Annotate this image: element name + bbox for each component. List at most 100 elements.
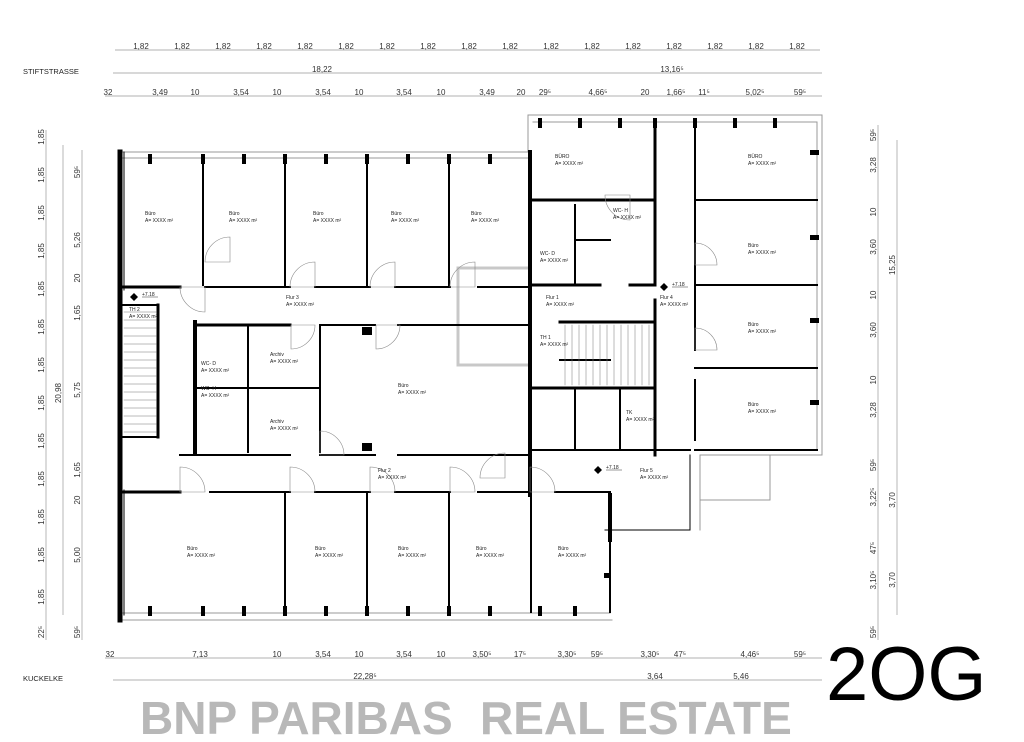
level-marker-icon [660,283,668,291]
dim-bottom-detail: 32 [106,650,115,659]
dim-right-detail: 3,60 [869,239,878,255]
room-name: Büro [476,546,487,552]
dim-bottom-detail: 47⁵ [674,650,686,659]
column [538,118,542,128]
column [810,150,819,155]
dim-bottom-detail: 17⁵ [514,650,526,659]
dim-top-detail: 3,49 [152,88,168,97]
room-name: Büro [471,211,482,217]
dim-left-grid: 1,85 [37,509,46,525]
street-bottom: KUCKELKE [23,674,63,683]
dim-left-detail: 20 [73,495,82,504]
room: WC- HA= XXXX m² [201,386,230,399]
room-name: BÜRO [555,153,570,160]
room-name: Flur 5 [640,468,653,474]
dim-bottom-total: 5,46 [733,672,749,681]
dim-bottom-detail: 7,13 [192,650,208,659]
room-area: A= XXXX m² [315,553,344,559]
dim-right-detail: 47⁵ [869,542,878,554]
door [449,466,476,493]
room-name: Flur 2 [378,468,391,474]
room-area: A= XXXX m² [748,161,777,167]
dim-bottom-total: 3,64 [647,672,663,681]
dim-left-detail: 1,65 [73,305,82,321]
dim-top-grid: 1,82 [707,42,723,51]
dim-top-grid: 1,82 [502,42,518,51]
level-marker-icon [594,466,602,474]
dim-top-detail: 10 [355,88,364,97]
room-name: Büro [748,402,759,408]
watermark-line2: REAL ESTATE [480,692,792,742]
doors [179,194,718,493]
dim-left-grid: 1,85 [37,547,46,563]
column [447,606,451,616]
dim-top-grid: 1,82 [297,42,313,51]
door [694,242,718,266]
column [406,606,410,616]
dim-bottom-detail: 10 [437,650,446,659]
dim-top-grid: 1,82 [215,42,231,51]
dim-top-detail: 11⁵ [698,88,710,97]
room-area: A= XXXX m² [613,215,642,221]
room: TH 2A= XXXX m² [129,307,158,320]
column [538,606,542,616]
dim-top-detail: 3,54 [315,88,331,97]
dim-top-grid: 1,82 [379,42,395,51]
door [289,261,316,288]
dim-left-grid: 1,85 [37,281,46,297]
dim-right-detail: 10 [869,375,878,384]
room: WC- DA= XXXX m² [540,251,569,264]
room-area: A= XXXX m² [660,302,689,308]
room-area: A= XXXX m² [313,218,342,224]
room-area: A= XXXX m² [378,475,407,481]
dim-top-detail: 32 [104,88,113,97]
dim-left-grid: 1,85 [37,243,46,259]
column [604,573,610,578]
dim-left-grid: 1,85 [37,167,46,183]
column [578,118,582,128]
room-name: Büro [398,383,409,389]
room-area: A= XXXX m² [187,553,216,559]
dim-bottom-detail: 3,54 [396,650,412,659]
room: Flur 4A= XXXX m² [660,295,689,308]
room-area: A= XXXX m² [540,258,569,264]
room-area: A= XXXX m² [558,553,587,559]
room-name: Büro [229,211,240,217]
dim-right-detail: 59⁵ [869,459,878,471]
dim-top-detail: 20 [517,88,526,97]
room-area: A= XXXX m² [270,359,299,365]
room-name: Flur 1 [546,295,559,301]
dim-right-detail: 3,10⁵ [869,571,878,590]
dim-right-detail: 3,22⁵ [869,488,878,507]
room: Flur 3A= XXXX m² [286,295,315,308]
room: Flur 1A= XXXX m² [546,295,575,308]
dim-bottom-detail: 59⁵ [591,650,603,659]
room-area: A= XXXX m² [201,393,230,399]
room: WC- DA= XXXX m² [201,361,230,374]
room-name: Büro [748,243,759,249]
column [406,154,410,164]
column [447,154,451,164]
dimension-lines [45,49,898,681]
room-name: Büro [313,211,324,217]
column [362,327,372,335]
dim-left-detail: 5,00 [73,547,82,563]
door [375,324,401,350]
dim-top-grid: 1,82 [420,42,436,51]
room-name: Flur 3 [286,295,299,301]
room-area: A= XXXX m² [748,329,777,335]
dim-top-detail: 29⁵ [539,88,551,97]
dim-left-grid: 1,85 [37,471,46,487]
dim-top-grid: 1,82 [543,42,559,51]
column [362,443,372,451]
